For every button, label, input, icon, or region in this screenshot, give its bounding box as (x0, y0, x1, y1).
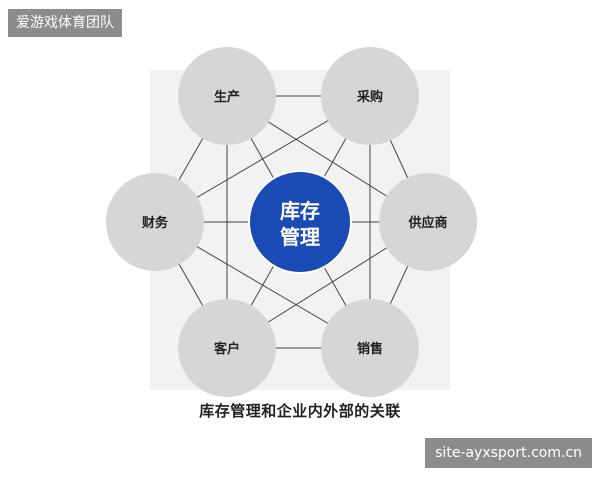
node-label-sales: 销售 (357, 341, 383, 357)
node-supplier: 供应商 (379, 173, 477, 271)
center-node: 库存管理 (248, 170, 352, 274)
watermark-top-left: 爱游戏体育团队 (8, 9, 122, 37)
diagram-caption: 库存管理和企业内外部的关联 (199, 402, 401, 420)
node-sales: 销售 (321, 299, 419, 397)
node-procurement: 采购 (321, 47, 419, 145)
node-label-finance: 财务 (142, 215, 169, 231)
node-production: 生产 (178, 47, 276, 145)
node-label-customer: 客户 (214, 341, 240, 357)
node-label-supplier: 供应商 (407, 215, 447, 231)
center-label-line2: 管理 (280, 225, 320, 249)
node-circle-procurement (321, 47, 419, 145)
node-circle-supplier (379, 173, 477, 271)
node-finance: 财务 (106, 173, 204, 271)
node-circle-sales (321, 299, 419, 397)
center-label-line1: 库存 (280, 199, 320, 223)
node-customer: 客户 (178, 299, 276, 397)
center-node-circle (250, 172, 350, 272)
watermark-bottom-right: site-ayxsport.com.cn (425, 438, 592, 468)
node-circle-production (178, 47, 276, 145)
node-circle-finance (106, 173, 204, 271)
node-circle-customer (178, 299, 276, 397)
node-label-procurement: 采购 (356, 89, 383, 105)
node-label-production: 生产 (214, 89, 240, 105)
